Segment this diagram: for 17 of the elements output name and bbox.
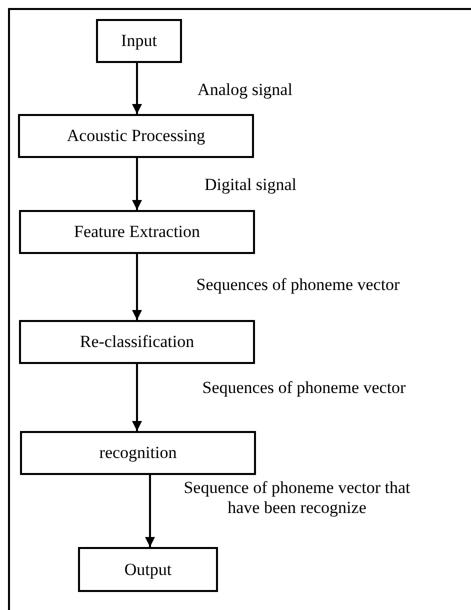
- process-box: [96, 19, 182, 63]
- arrow: [132, 158, 142, 210]
- process-box: [18, 114, 254, 158]
- process-box: [19, 210, 255, 254]
- arrow: [132, 254, 142, 320]
- arrow: [132, 364, 142, 431]
- arrow: [145, 475, 155, 547]
- box-label: Output: [124, 560, 172, 580]
- box-label: Feature Extraction: [74, 222, 200, 242]
- process-box: [78, 547, 218, 592]
- box-label: Re-classification: [80, 332, 194, 352]
- process-box: [19, 320, 255, 364]
- box-label: recognition: [99, 443, 177, 463]
- box-label: Acoustic Processing: [66, 126, 206, 146]
- process-box: [20, 431, 256, 475]
- arrow: [132, 63, 142, 114]
- box-label: Input: [121, 31, 157, 51]
